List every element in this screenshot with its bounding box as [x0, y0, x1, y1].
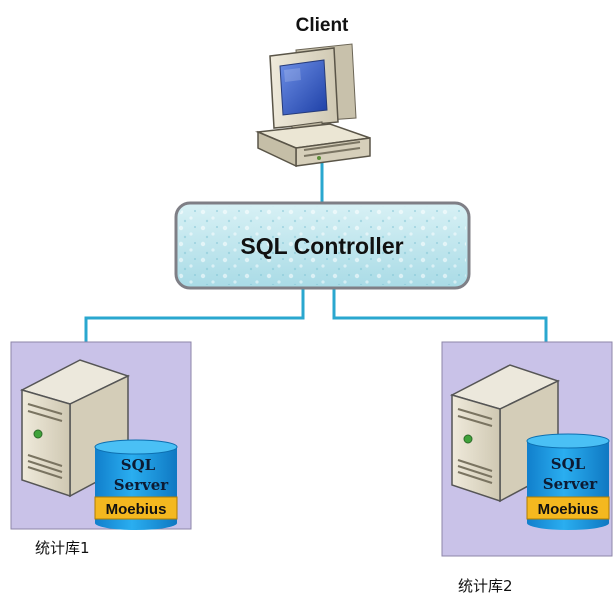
db-label-server-2: Server: [543, 475, 599, 493]
controller-label: SQL Controller: [240, 233, 403, 259]
engine-band-1: [94, 496, 178, 520]
server-node-2: SQL Server Moebius 统计库2: [441, 341, 613, 594]
db-label-server-1: Server: [114, 476, 170, 494]
engine-label-2: Moebius: [538, 501, 599, 518]
sql-controller-node: SQL Controller: [174, 201, 471, 290]
left-connector: [84, 285, 305, 342]
right-connector: [332, 285, 548, 342]
connectors: [84, 160, 548, 342]
desktop-computer-icon: [255, 43, 371, 168]
server-caption-1: 统计库1: [35, 539, 90, 557]
server-caption-2: 统计库2: [458, 577, 513, 594]
client-label: Client: [296, 15, 349, 36]
server-node-1: SQL Server Moebius 统计库1: [10, 341, 192, 557]
database-cylinder-icon: [94, 439, 178, 530]
engine-band-2: [526, 496, 610, 520]
engine-label-1: Moebius: [106, 501, 167, 518]
db-label-sql-1: SQL: [121, 456, 156, 474]
server-tower-icon: [19, 359, 130, 498]
client-node: Client: [255, 15, 371, 168]
database-cylinder-icon: [526, 433, 610, 530]
db-label-sql-2: SQL: [551, 455, 586, 473]
